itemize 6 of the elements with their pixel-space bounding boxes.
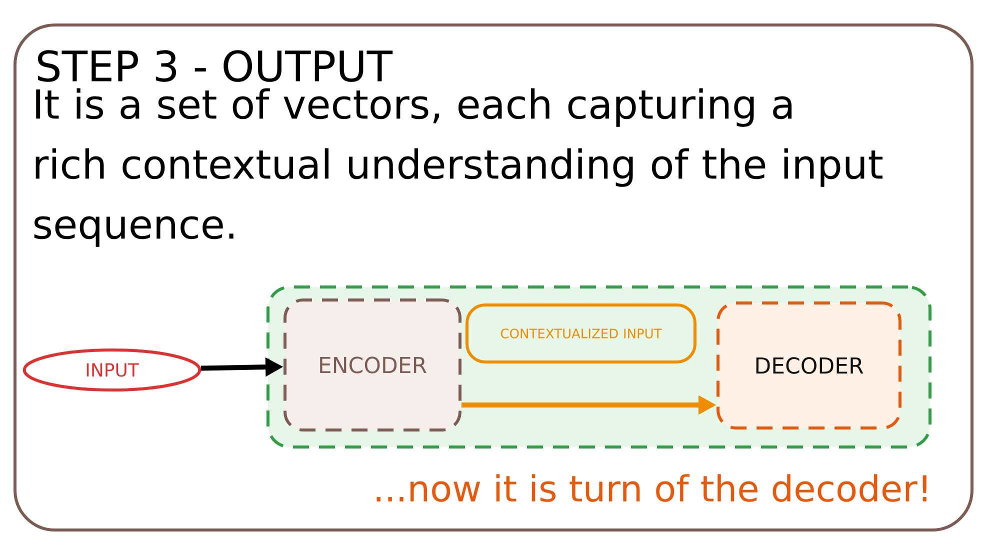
decoder-box: DECODER xyxy=(716,302,902,430)
encoder-box: ENCODER xyxy=(284,298,462,432)
title: STEP 3 - OUTPUT xyxy=(38,50,393,82)
closing-note: ...now it is turn of the decoder! xyxy=(376,474,926,502)
process-box: CONTEXTUALIZED INPUT xyxy=(466,304,696,364)
body-text: It is a set of vectors, each capturing a rich contextual understanding of the input sequence. xyxy=(34,88,883,247)
